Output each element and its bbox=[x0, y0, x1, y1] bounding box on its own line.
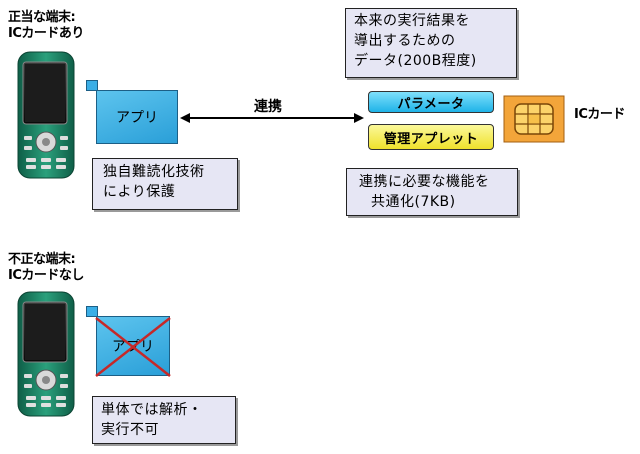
illegit-label-line2: ICカードなし bbox=[8, 268, 84, 283]
phone-image-legit bbox=[16, 50, 78, 182]
link-label: 連携 bbox=[254, 99, 282, 115]
cross-mark-icon bbox=[95, 317, 171, 377]
common-functions-box: 連携に必要な機能を 共通化(7KB) bbox=[346, 168, 518, 216]
illegit-label-line1: 不正な端末: bbox=[8, 252, 76, 267]
app-icon-tab-top bbox=[86, 80, 98, 91]
result-data-line2: 導出するための bbox=[354, 33, 456, 49]
applet-pill: 管理アプレット bbox=[368, 124, 494, 150]
parameter-pill: パラメータ bbox=[368, 91, 494, 113]
ic-card-chip-icon bbox=[503, 95, 565, 143]
legit-label-line2: ICカードあり bbox=[8, 26, 84, 41]
parameter-label: パラメータ bbox=[397, 96, 465, 112]
ic-card-label: ICカード bbox=[574, 107, 625, 122]
legit-label-line1: 正当な端末: bbox=[8, 10, 76, 25]
standalone-line1: 単体では解析・ bbox=[101, 402, 203, 418]
standalone-line2: 実行不可 bbox=[101, 422, 159, 438]
obfuscation-box: 独自難読化技術 により保護 bbox=[92, 158, 238, 210]
app-box-top: アプリ bbox=[96, 90, 178, 144]
result-data-line3: データ(200B程度) bbox=[354, 53, 477, 69]
applet-label: 管理アプレット bbox=[383, 131, 479, 147]
result-data-line1: 本来の実行結果を bbox=[354, 13, 470, 29]
common-functions-line1: 連携に必要な機能を bbox=[359, 174, 490, 190]
obfuscation-line1: 独自難読化技術 bbox=[103, 164, 205, 180]
app-icon-tab-bottom bbox=[86, 306, 98, 317]
result-data-box: 本来の実行結果を 導出するための データ(200B程度) bbox=[345, 8, 517, 78]
standalone-box: 単体では解析・ 実行不可 bbox=[92, 396, 236, 444]
phone-image-illegit bbox=[16, 290, 78, 420]
illegit-terminal-label: 不正な端末: ICカードなし bbox=[8, 252, 84, 284]
app-label-top: アプリ bbox=[116, 110, 158, 126]
obfuscation-line2: により保護 bbox=[103, 184, 176, 200]
bidirectional-arrow bbox=[180, 113, 364, 123]
legit-terminal-label: 正当な端末: ICカードあり bbox=[8, 10, 84, 42]
common-functions-line2: 共通化(7KB) bbox=[371, 194, 456, 210]
